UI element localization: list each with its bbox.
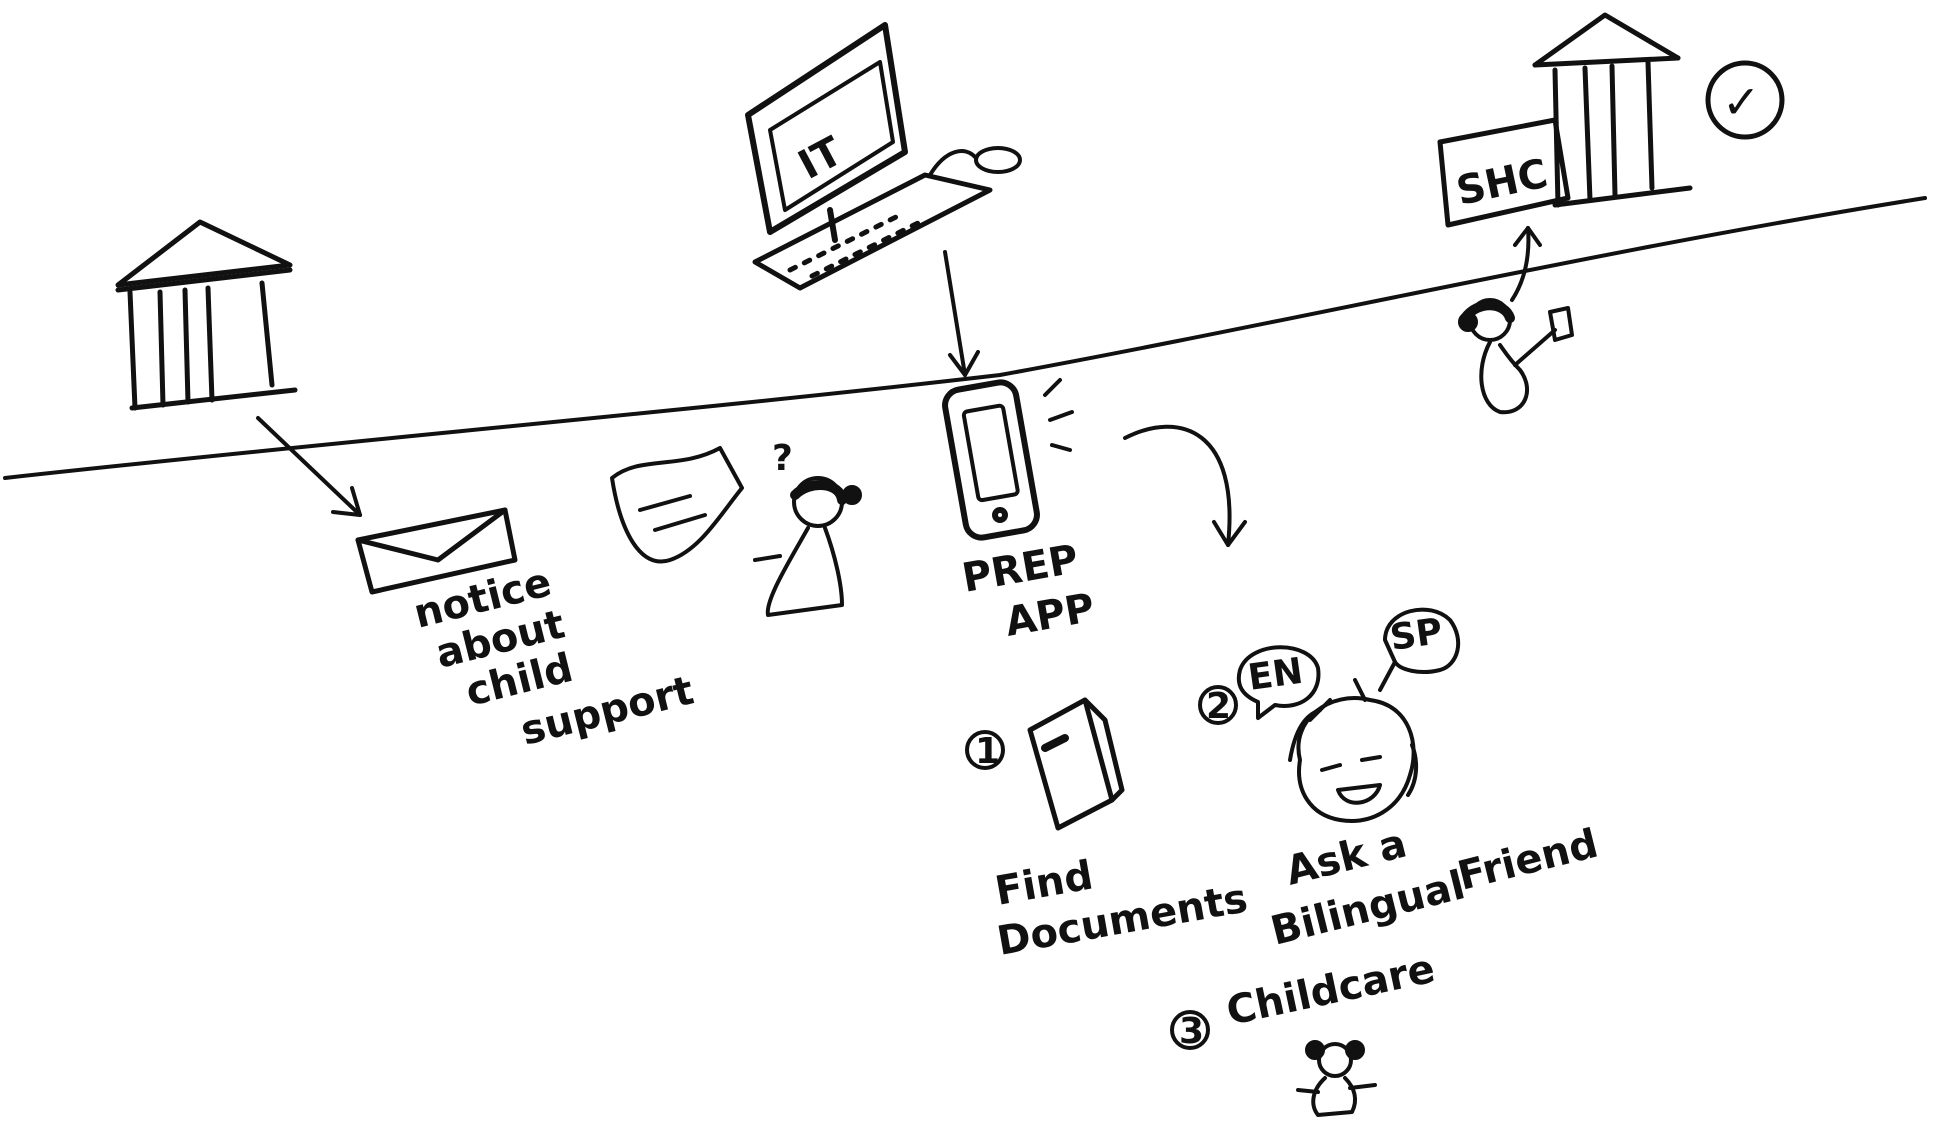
question-mark: ? <box>772 438 793 479</box>
arrow-app-to-steps <box>1125 427 1245 545</box>
courthouse-left-icon <box>118 222 295 408</box>
step-2: 2 EN SP Ask a Bilingual Friend <box>1200 610 1603 955</box>
step-1-number: 1 <box>975 731 1000 772</box>
document-scroll-icon <box>612 448 742 562</box>
phone-app-icon <box>943 380 1072 540</box>
prep-app-label: PREP APP <box>959 536 1098 646</box>
arrow-court-to-notice <box>258 418 360 515</box>
keyboard-icon <box>755 175 990 288</box>
person-with-phone-icon <box>1460 300 1572 412</box>
mouse-icon <box>930 148 1020 175</box>
confused-person-icon <box>755 478 860 615</box>
friend-face-icon <box>1290 680 1416 821</box>
step-3-label: Childcare <box>1223 946 1439 1035</box>
check-mark: ✓ <box>1722 75 1761 129</box>
courthouse-right-icon <box>1535 15 1690 205</box>
child-icon <box>1298 1042 1375 1115</box>
arrow-it-to-app <box>945 252 978 375</box>
arrow-person-to-shc <box>1512 228 1540 300</box>
notice-label: notice about child support <box>409 559 698 754</box>
bubble-en-label: EN <box>1246 651 1306 699</box>
folder-document-icon <box>1030 700 1122 828</box>
step-3-number: 3 <box>1179 1011 1204 1052</box>
app-label-line-2: APP <box>1002 585 1098 646</box>
step-2-label-line-3: Friend <box>1453 821 1602 900</box>
computer-label: IT <box>791 128 850 189</box>
step-1: 1 Find Documents <box>967 700 1251 965</box>
step-2-number: 2 <box>1206 686 1231 727</box>
bubble-sp-label: SP <box>1388 611 1446 659</box>
timeline-line <box>5 198 1925 478</box>
step-3: 3 Childcare <box>1172 946 1439 1115</box>
